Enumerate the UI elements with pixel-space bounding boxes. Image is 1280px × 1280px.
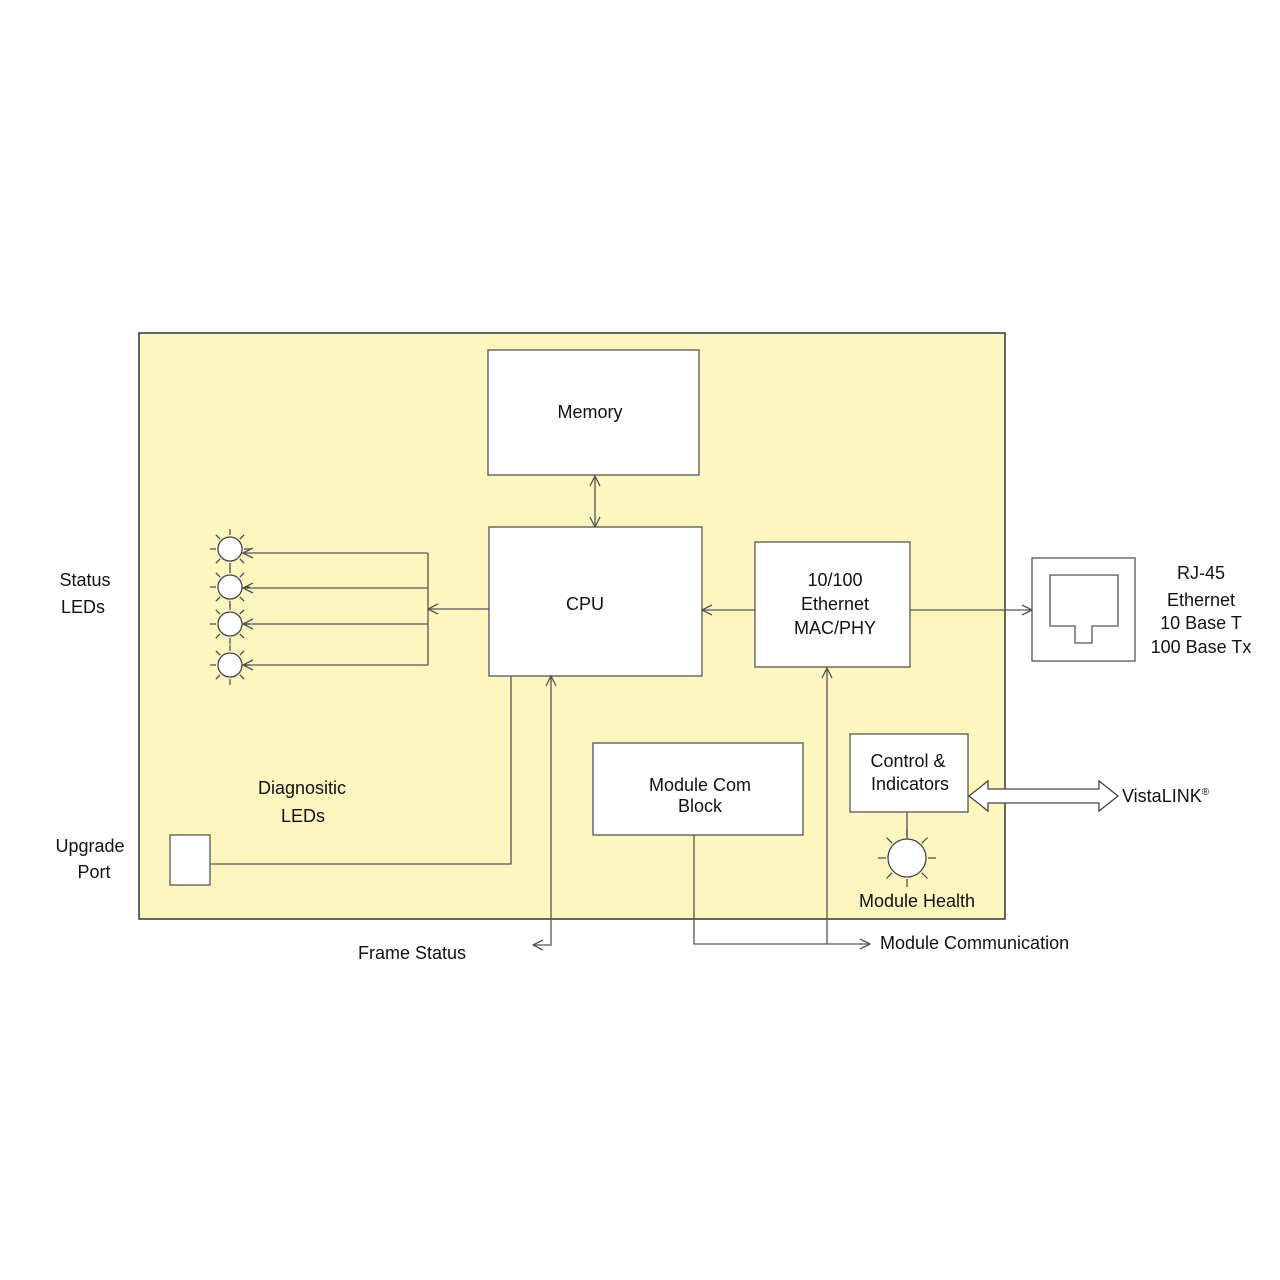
ethernet-label-2: Ethernet	[801, 594, 869, 614]
memory-block: Memory	[487, 349, 700, 476]
control-indicators-block: Control & Indicators	[849, 733, 969, 813]
rj45-label-1: RJ-45	[1177, 563, 1225, 583]
status-leds-label-2: LEDs	[61, 597, 105, 617]
status-leds	[210, 529, 428, 685]
upgrade-port-icon	[169, 834, 211, 886]
control-label-1: Control &	[870, 751, 945, 771]
led-icon	[210, 604, 250, 644]
rj45-jack-icon	[1031, 557, 1136, 662]
led-icon	[210, 645, 250, 685]
module-health-label: Module Health	[859, 891, 975, 911]
rj45-label-2: Ethernet	[1167, 590, 1235, 610]
module-com-line	[693, 835, 870, 944]
module-com-label-2: Block	[678, 796, 723, 816]
status-leds-label-1: Status	[59, 570, 110, 590]
cpu-label: CPU	[566, 594, 604, 614]
upgrade-port-line	[210, 676, 512, 865]
vistalink-double-arrow	[967, 779, 1120, 813]
rj45-label-4: 100 Base Tx	[1151, 637, 1252, 657]
module-com-block: Module Com Block	[592, 742, 804, 836]
frame-status-line	[533, 676, 551, 945]
control-label-2: Indicators	[871, 774, 949, 794]
led-icon	[210, 567, 250, 607]
memory-label: Memory	[557, 402, 622, 422]
cpu-block: CPU	[488, 526, 703, 677]
ethernet-block: 10/100 Ethernet MAC/PHY	[754, 541, 911, 668]
module-communication-label: Module Communication	[880, 933, 1069, 953]
ethernet-label-3: MAC/PHY	[794, 618, 876, 638]
diagnostic-leds-label-1: Diagnositic	[258, 778, 346, 798]
module-com-label-1: Module Com	[649, 775, 751, 795]
upgrade-port-label-1: Upgrade	[55, 836, 124, 856]
upgrade-port-label-2: Port	[77, 862, 110, 882]
diagnostic-leds-label-2: LEDs	[281, 806, 325, 826]
module-health-led-icon	[878, 829, 936, 887]
led-icon	[210, 529, 250, 569]
frame-status-label: Frame Status	[358, 943, 466, 963]
ethernet-label-1: 10/100	[807, 570, 862, 590]
led-icon	[878, 829, 936, 887]
vistalink-label: VistaLINK®	[1122, 786, 1210, 806]
rj45-label-3: 10 Base T	[1160, 613, 1242, 633]
